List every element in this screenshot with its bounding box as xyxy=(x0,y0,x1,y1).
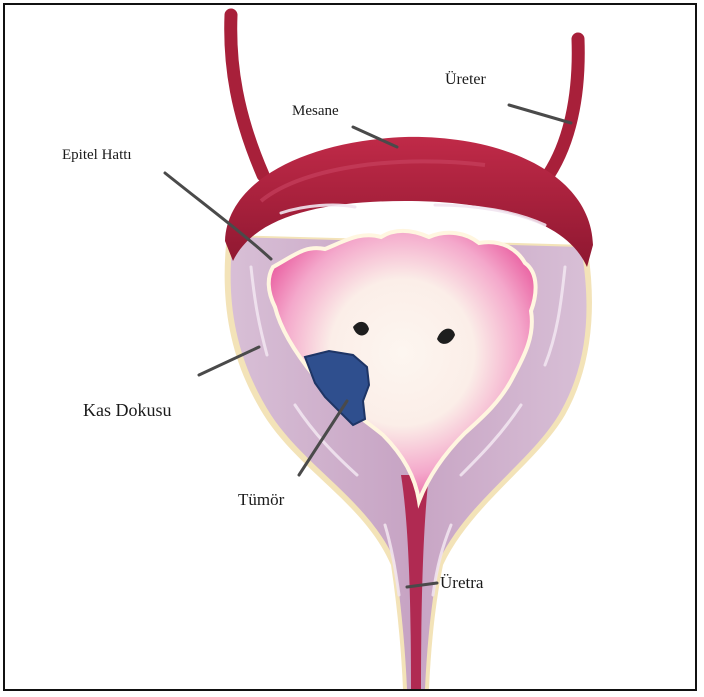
label-tumor: Tümör xyxy=(238,490,285,509)
right-ureter xyxy=(545,39,578,180)
bladder-diagram: Üreter Mesane Epitel Hattı Kas Dokusu Tü… xyxy=(5,5,695,689)
leader-ureter xyxy=(509,105,571,123)
label-ureter: Üreter xyxy=(445,70,487,88)
label-kas: Kas Dokusu xyxy=(83,400,172,420)
label-mesane: Mesane xyxy=(292,103,339,119)
figure-frame: Üreter Mesane Epitel Hattı Kas Dokusu Tü… xyxy=(3,3,697,691)
label-uretra: Üretra xyxy=(440,573,484,592)
label-epitel: Epitel Hattı xyxy=(62,147,132,163)
left-ureter xyxy=(231,15,263,175)
